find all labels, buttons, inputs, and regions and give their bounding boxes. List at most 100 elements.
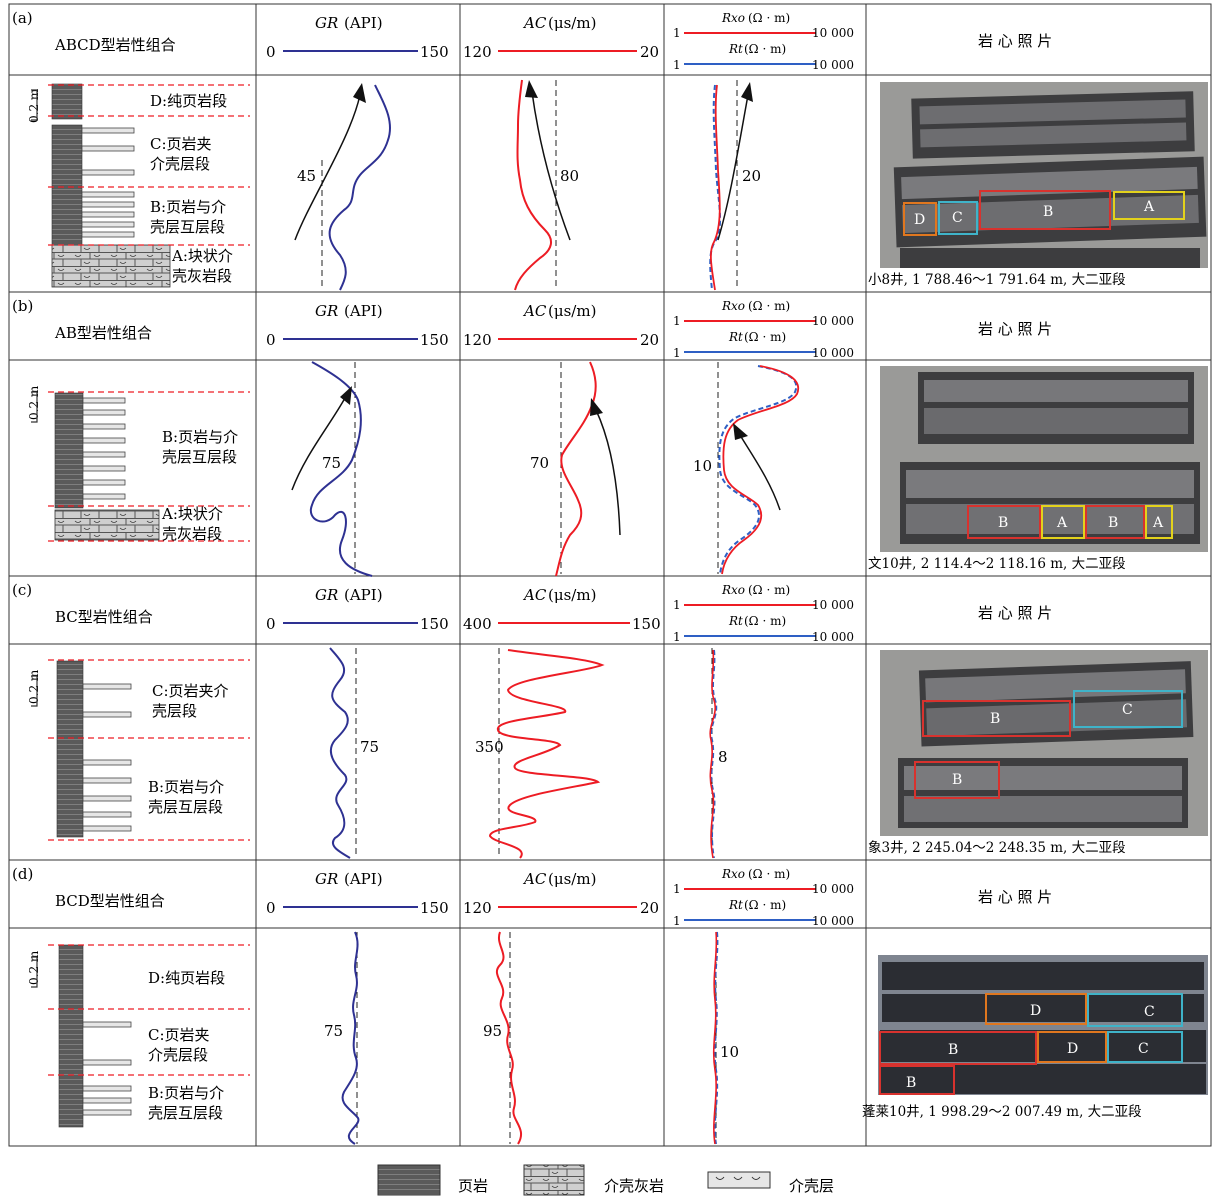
core-box-D [985,993,1087,1025]
rxo-unit: (Ω · m) [748,299,790,313]
core-box-label: D [1067,1041,1078,1057]
gr-max: 150 [420,615,449,633]
segment-label: D:纯页岩段 [148,969,225,987]
photo-header: 岩 心 照 片 [978,604,1052,622]
shale-bed [54,392,84,509]
segment-label: 介壳层段 [148,1046,208,1064]
core-box-label: C [1122,702,1133,718]
ac-unit: (μs/m) [548,870,596,888]
ac-cutoff-value: 95 [483,1022,502,1040]
segment-label: B:页岩与介 [150,198,226,216]
gr-cutoff-value: 45 [297,167,316,185]
panel-b-core-photo: B A B A 文10井, 2 114.4～2 118.16 m, 大二亚段 [868,366,1208,572]
gr-cutoff-value: 75 [324,1022,343,1040]
res-min: 1 [673,914,681,928]
arrow-head [525,80,538,98]
segment-label: C:页岩夹 [148,1026,210,1044]
panel-b-gr-track: 75 [291,361,373,577]
core-box-A [1041,505,1085,539]
ac-curve [488,649,605,859]
photo-header: 岩 心 照 片 [978,888,1052,906]
ac-name: AC [522,14,547,32]
gr-max: 150 [420,331,449,349]
rxo-unit: (Ω · m) [748,583,790,597]
legend-shale-label: 页岩 [458,1177,488,1195]
segment-label: 壳层段 [152,702,197,720]
rxo-name: Rxo [721,299,745,313]
ac-min: 120 [463,899,492,917]
panel-a-header: (a) ABCD型岩性组合 GR (API) 0 150 AC (μs/m) 1… [12,9,1052,72]
rxo-unit: (Ω · m) [748,11,790,25]
scale-bracket [31,956,38,988]
core-box-label: C [952,210,963,226]
res-min: 1 [673,26,681,40]
rt-name: Rt [728,898,743,912]
core-box-C [938,201,978,235]
core-tray [880,1064,1206,1094]
shell-layers [82,397,126,500]
gr-cutoff-value: 75 [360,738,379,756]
ac-max: 20 [640,331,659,349]
ac-min: 120 [463,43,492,61]
rxo-curve [712,931,718,1145]
core-box-C [1107,1031,1183,1063]
rt-curve [709,84,721,291]
arrow-head [340,386,352,405]
panel-b-header: (b) AB型岩性组合 GR (API) 0 150 AC (μs/m) 120… [12,297,1052,360]
rxo-name: Rxo [721,583,745,597]
core-box-D [903,202,937,236]
trend-arrow [739,434,781,511]
core-box-A [1113,191,1185,220]
rt-name: Rt [728,42,743,56]
panel-title: BC型岩性组合 [55,608,153,626]
panel-d-res-track: 10 [712,931,739,1145]
core-tray [880,1030,1206,1062]
panel-a-res-track: 20 [709,80,761,291]
photo-header: 岩 心 照 片 [978,32,1052,50]
ac-cutoff-value: 80 [560,167,579,185]
ac-max: 150 [632,615,661,633]
res-max: 10 000 [812,314,854,328]
core-box-C [1073,690,1183,728]
segment-label: B:页岩与介 [162,428,238,446]
photo-caption: 小8井, 1 788.46～1 791.64 m, 大二亚段 [868,272,1126,288]
ac-curve [495,931,523,1145]
panel-label: (a) [12,9,33,27]
rt-curve [713,931,719,1145]
panel-label: (b) [12,297,33,315]
boundary-lines [48,84,250,246]
ac-curve [514,79,552,291]
core-box-A [1145,505,1173,539]
core-box-C [1087,993,1183,1027]
scale-bracket [31,675,38,707]
res-max: 10 000 [812,346,854,360]
segment-label: 壳层互层段 [148,798,223,816]
core-tray [882,962,1204,990]
limestone-bed [51,244,171,288]
shell-layers [82,1021,132,1116]
panel-label: (c) [12,581,32,599]
segment-label: C:页岩夹 [150,135,212,153]
shale-bed [51,83,83,120]
scale-label: 0.2 m [27,385,41,420]
rt-curve [718,365,798,575]
gr-curve [341,931,360,1145]
gr-curve [309,361,373,577]
limestone-bed [54,509,160,541]
res-cutoff-value: 8 [718,748,728,766]
panel-d-lithology: 0.2 m D:纯页岩段 C:页岩夹 介壳层段 B:页岩与介 壳层互层段 [27,944,250,1128]
res-max: 10 000 [812,58,854,72]
core-box-label: B [948,1042,958,1058]
rxo-curve [709,84,721,291]
panel-d-core-photo: D C B D C B 蓬莱10井, 1 998.29～2 007.49 m, … [862,955,1208,1120]
ac-cutoff-value: 70 [530,454,549,472]
panel-b-res-track: 10 [693,362,800,575]
panel-a-ac-track: 80 [514,79,579,291]
ac-max: 20 [640,43,659,61]
segment-label: C:页岩夹介 [152,682,229,700]
boundary-lines [48,391,250,542]
panel-title: BCD型岩性组合 [55,892,165,910]
gr-name: GR [315,586,338,604]
shale-bed [51,124,83,246]
